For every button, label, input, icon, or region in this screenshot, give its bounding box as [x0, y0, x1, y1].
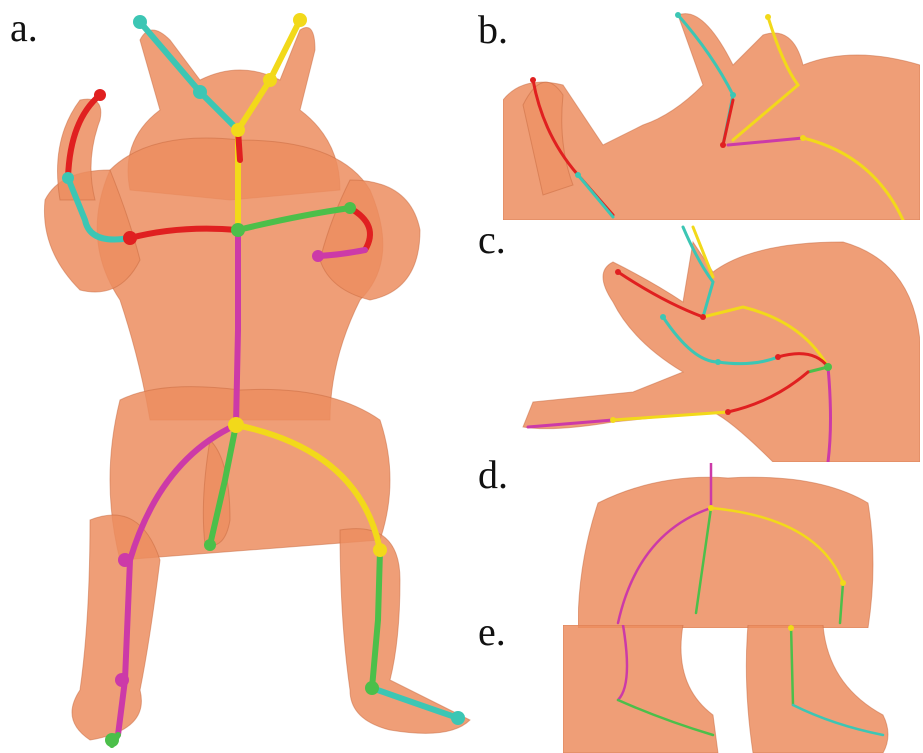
armadillo-mesh-e — [563, 625, 888, 753]
panel-a-figure — [0, 0, 500, 753]
armadillo-mesh-c — [523, 242, 920, 462]
joint-d-knee — [840, 580, 846, 586]
skeleton-spine — [236, 230, 238, 425]
armadillo-mesh — [44, 28, 470, 741]
armadillo-mesh-b — [503, 14, 920, 220]
panel-c-figure — [513, 222, 920, 462]
joint-e-knee — [788, 625, 794, 631]
joint-d-hip — [708, 505, 714, 511]
panel-d-figure — [578, 463, 878, 628]
panel-b-figure — [503, 5, 920, 220]
panel-e-figure — [563, 625, 920, 753]
